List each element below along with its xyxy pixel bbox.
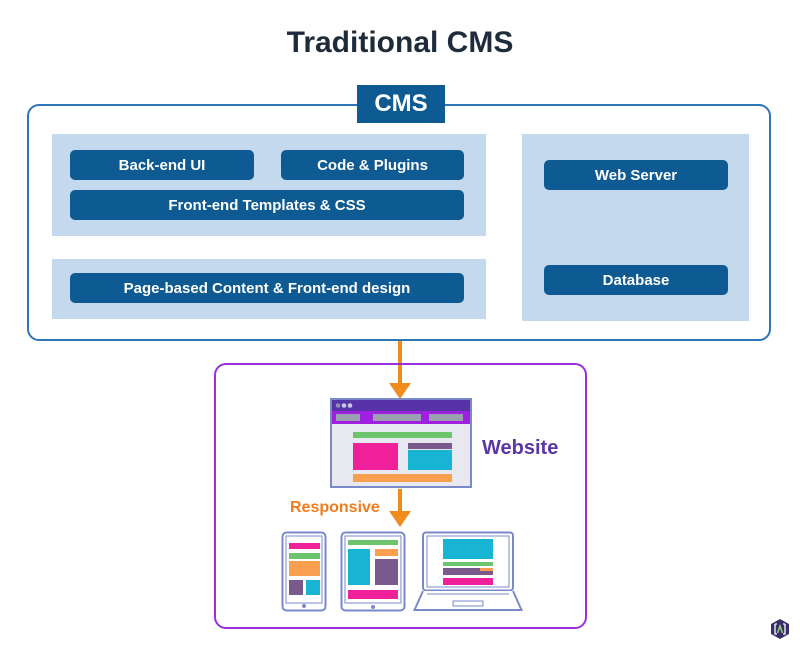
- website-container: [214, 363, 587, 629]
- website-label: Website: [482, 437, 559, 459]
- arrow-head-icon: [389, 383, 411, 399]
- diagram-title: Traditional CMS: [286, 26, 514, 59]
- website-browser-icon: [330, 398, 472, 488]
- brand-logo-icon: [771, 619, 789, 639]
- responsive-label: Responsive: [290, 499, 380, 516]
- tablet-icon: [340, 531, 406, 612]
- arrow-website-to-devices: [398, 489, 402, 515]
- web-server-box: Web Server: [544, 160, 728, 190]
- phone-icon: [281, 531, 327, 612]
- page-based-content-box: Page-based Content & Front-end design: [70, 273, 464, 303]
- database-box: Database: [544, 265, 728, 295]
- arrow-head-icon: [389, 511, 411, 527]
- back-end-ui-box: Back-end UI: [70, 150, 254, 180]
- code-plugins-box: Code & Plugins: [281, 150, 464, 180]
- front-end-templates-box: Front-end Templates & CSS: [70, 190, 464, 220]
- laptop-icon: [413, 531, 523, 611]
- cms-label: CMS: [357, 85, 445, 123]
